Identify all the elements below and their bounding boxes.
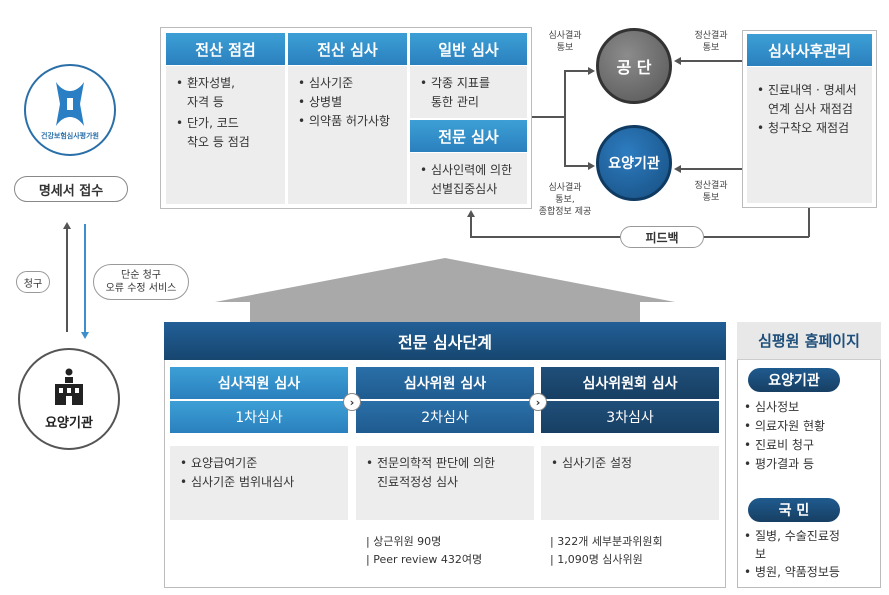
- hira-logo-icon: [56, 81, 84, 126]
- homepage-tag-public: 국 민: [748, 498, 840, 522]
- list-item: 진료비 청구: [744, 436, 878, 455]
- list-item: 질병, 수술진료정 보: [744, 527, 878, 563]
- label-review-result-bottom: 심사결과 통보, 종합정보 제공: [538, 183, 592, 217]
- body-computer-check: 환자성별, 자격 등 단가, 코드 착오 등 점검: [166, 66, 285, 204]
- receipt-label: 명세서 접수: [14, 176, 128, 202]
- feedback-arrow-head: [467, 210, 475, 217]
- feedback-line: [808, 208, 810, 237]
- service-arrow-head: [81, 332, 89, 339]
- list-item: 심사기준 범위내심사: [180, 473, 342, 492]
- list-item: 환자성별, 자격 등: [176, 74, 279, 112]
- list-item: 의약품 허가사항: [298, 112, 401, 131]
- list-item: 심사정보: [744, 398, 878, 417]
- list-item: 진료내역 · 명세서 연계 심사 재점검: [757, 81, 866, 119]
- list-item: 병원, 약품정보등: [744, 563, 878, 581]
- homepage-tag-institution: 요양기관: [748, 368, 840, 392]
- institution-blue-circle: 요양기관: [596, 125, 672, 201]
- arrow-to-institution: [588, 162, 595, 170]
- hira-logo-circle: 건강보험심사평가원: [24, 64, 116, 156]
- flow-connector: [564, 165, 589, 167]
- arrow-to-gongdan: [588, 67, 595, 75]
- header-computer-check: 전산 점검: [166, 33, 285, 65]
- note-item: | Peer review 432여명: [366, 553, 483, 566]
- body-computer-review: 심사기준 상병별 의약품 허가사항: [288, 66, 407, 204]
- stage2-notes: | 상근위원 90명 | Peer review 432여명: [366, 533, 536, 569]
- note-item: | 322개 세부분과위원회: [550, 535, 663, 548]
- stage3-step: 3차심사: [541, 401, 719, 433]
- list-item: 심사인력에 의한 선별집중심사: [420, 161, 521, 199]
- list-item: 단가, 코드 착오 등 점검: [176, 114, 279, 152]
- service-arrow-line: [84, 224, 86, 332]
- body-post-review: 진료내역 · 명세서 연계 심사 재점검 청구착오 재점검: [747, 67, 872, 203]
- label-settle-result-bottom: 정산결과 통보: [694, 181, 728, 203]
- body-expert-review: 심사인력에 의한 선별집중심사: [410, 153, 527, 204]
- homepage-list-public: 질병, 수술진료정 보 병원, 약품정보등: [744, 527, 878, 585]
- expert-stage-title: 전문 심사단계: [164, 322, 726, 360]
- claim-label: 청구: [16, 271, 50, 293]
- arrow-settle-to-gongdan: [674, 57, 681, 65]
- stage3-notes: | 322개 세부분과위원회 | 1,090명 심사위원: [550, 533, 720, 569]
- list-item: 전문의학적 판단에 의한 진료적정성 심사: [366, 454, 528, 492]
- arrow-settle-to-institution: [674, 165, 681, 173]
- label-settle-result-top: 정산결과 통보: [694, 31, 728, 53]
- list-item: 상병별: [298, 93, 401, 112]
- label-review-result-top: 심사결과 통보: [548, 31, 582, 53]
- list-item: 각종 지표를 통한 관리: [420, 74, 521, 112]
- stage1-body: 요양급여기준 심사기준 범위내심사: [170, 446, 348, 520]
- flow-connector: [564, 70, 566, 166]
- stage1-name: 심사직원 심사: [170, 367, 348, 399]
- list-item: 심사기준: [298, 74, 401, 93]
- stage3-body: 심사기준 설정: [541, 446, 719, 520]
- chevron-right-icon: ›: [343, 393, 361, 411]
- stage2-step: 2차심사: [356, 401, 534, 433]
- hospital-icon: [55, 368, 83, 405]
- feedback-label: 피드백: [620, 226, 704, 248]
- up-arrow-shape: [215, 258, 675, 324]
- hira-logo-text: 건강보험심사평가원: [41, 131, 99, 140]
- list-item: 청구착오 재점검: [757, 119, 866, 138]
- claim-arrow-line: [66, 228, 68, 332]
- gongdan-circle: 공 단: [596, 28, 672, 104]
- homepage-list-institution: 심사정보 의료자원 현황 진료비 청구 평가결과 등: [744, 398, 878, 474]
- stage2-name: 심사위원 심사: [356, 367, 534, 399]
- feedback-line: [470, 216, 472, 237]
- stage1-step: 1차심사: [170, 401, 348, 433]
- flow-connector: [564, 70, 589, 72]
- header-computer-review: 전산 심사: [288, 33, 407, 65]
- header-expert-review: 전문 심사: [410, 120, 527, 152]
- flow-connector: [680, 168, 742, 170]
- body-general-review: 각종 지표를 통한 관리: [410, 66, 527, 118]
- note-item: | 1,090명 심사위원: [550, 553, 643, 566]
- institution-circle: 요양기관: [18, 348, 120, 450]
- flow-connector: [680, 60, 742, 62]
- list-item: 심사기준 설정: [551, 454, 713, 473]
- flow-connector: [532, 116, 564, 118]
- note-item: | 상근위원 90명: [366, 535, 442, 548]
- service-label: 단순 청구 오류 수정 서비스: [93, 264, 189, 300]
- list-item: 요양급여기준: [180, 454, 342, 473]
- chevron-right-icon: ›: [529, 393, 547, 411]
- list-item: 평가결과 등: [744, 455, 878, 474]
- stage3-name: 심사위원회 심사: [541, 367, 719, 399]
- feedback-line: [470, 236, 620, 238]
- header-general-review: 일반 심사: [410, 33, 527, 65]
- feedback-line: [704, 236, 809, 238]
- stage2-body: 전문의학적 판단에 의한 진료적정성 심사: [356, 446, 534, 520]
- institution-label: 요양기관: [45, 416, 93, 431]
- claim-arrow-head: [63, 222, 71, 229]
- homepage-title: 심평원 홈페이지: [737, 322, 881, 360]
- list-item: 의료자원 현황: [744, 417, 878, 436]
- header-post-review: 심사사후관리: [747, 34, 872, 66]
